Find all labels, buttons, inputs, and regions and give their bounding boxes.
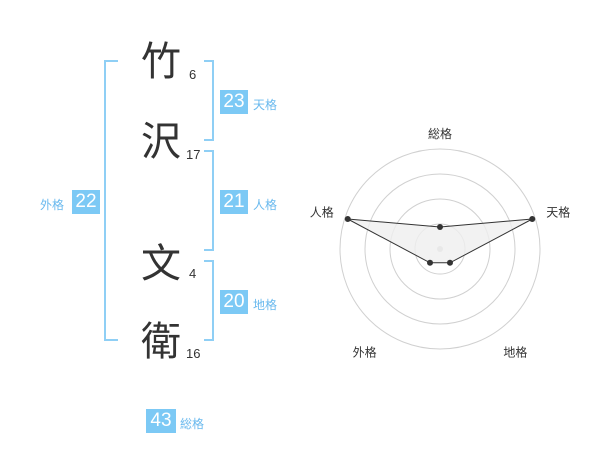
chikaku-value-badge: 20: [220, 290, 248, 314]
radar-ring: [339, 148, 541, 350]
chikaku-label: 地格: [253, 298, 278, 312]
radar-point-3: [427, 259, 434, 266]
stroke-count-1: 6: [189, 67, 197, 82]
radar-ring: [364, 173, 516, 325]
radar-points: [344, 216, 536, 266]
radar-area: [347, 218, 533, 264]
jinkaku-label: 人格: [253, 198, 278, 212]
name-char-3: 文: [141, 241, 181, 287]
radar-axis-label-2: 地格: [503, 345, 527, 360]
jinkaku-bracket: [204, 150, 214, 251]
radar-axis-label-0: 総格: [428, 126, 452, 141]
radar-axis-label-1: 天格: [546, 205, 570, 220]
tenkaku-label: 天格: [253, 98, 278, 112]
radar-point-0: [437, 224, 443, 230]
soukaku-value-badge: 43: [146, 409, 176, 433]
radar-ring: [389, 198, 491, 300]
radar-axis-label-4: 人格: [310, 205, 334, 220]
gaikaku-value-badge: 22: [72, 190, 100, 214]
radar-axis-label-3: 外格: [353, 345, 377, 360]
soukaku-label: 総格: [180, 417, 205, 431]
stroke-count-4: 16: [186, 346, 201, 361]
name-char-1: 竹: [141, 39, 181, 85]
chikaku-bracket: [204, 260, 214, 341]
jinkaku-value-badge: 21: [220, 190, 248, 214]
gaikaku-bracket: [104, 60, 118, 341]
name-char-4: 衛: [141, 319, 181, 365]
radar-point-2: [446, 259, 453, 266]
gaikaku-label: 外格: [40, 198, 65, 212]
radar-point-1: [529, 216, 536, 223]
tenkaku-bracket: [204, 60, 214, 141]
tenkaku-value-badge: 23: [220, 90, 248, 114]
stroke-count-2: 17: [186, 147, 201, 162]
stroke-count-3: 4: [189, 266, 197, 281]
name-char-2: 沢: [141, 119, 181, 165]
radar-point-4: [344, 216, 351, 223]
